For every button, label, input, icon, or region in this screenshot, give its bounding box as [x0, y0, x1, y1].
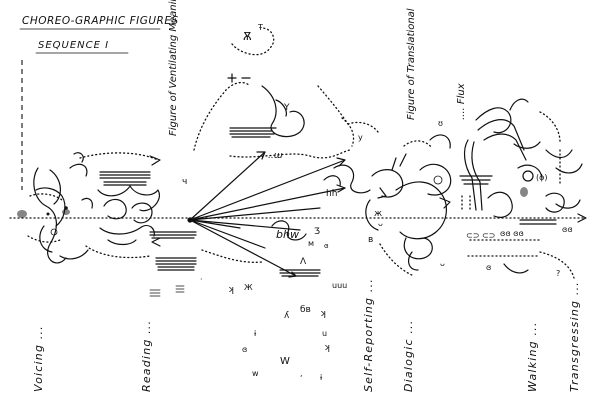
svg-text:ʞ: ʞ: [228, 285, 234, 295]
header: CHOREO-GRAPHIC FIGURES SEQUENCE I: [19, 15, 179, 54]
svg-text:ʞ: ʞ: [324, 343, 330, 353]
svg-text:ɨ: ɨ: [254, 329, 257, 338]
sequence-label: SEQUENCE I: [38, 40, 109, 51]
svg-text:⊂⊃ ⊂⊃: ⊂⊃ ⊂⊃: [466, 231, 495, 240]
svg-text:ᴗ: ᴗ: [378, 219, 383, 228]
svg-text:ɞ: ɞ: [324, 242, 329, 250]
voicing-cluster: [17, 152, 93, 264]
svg-text:у: у: [358, 133, 363, 142]
svg-text:hh: hh: [326, 189, 337, 199]
scattered-glyphs: Ʌ uuu ʞ Ж ʎ бв ʞ u ʞ ɨ ɞ W , w ɨ ·: [200, 249, 347, 382]
svg-text:м: м: [308, 239, 314, 248]
svg-text:ɞɞ ɞɞ: ɞɞ ɞɞ: [500, 229, 524, 238]
stage-transgressing: Transgressing ...: [568, 281, 581, 392]
reading-cluster: ч: [79, 152, 197, 297]
svg-text:ɞ: ɞ: [242, 345, 247, 354]
svg-text:..ɯ: ..ɯ: [268, 151, 283, 161]
dialogic-area: ж ᴗ ʙ ʊ у ᴗ: [347, 119, 452, 277]
svg-text:uuu: uuu: [332, 281, 347, 290]
svg-text:ɨ: ɨ: [320, 373, 323, 382]
stage-reading: Reading ...: [140, 320, 153, 392]
stage-dialogic: Dialogic ...: [402, 319, 415, 392]
flux-area: Figure of Translational .... Flux (ϕ) ɞɞ…: [406, 8, 583, 279]
svg-text:Ѫ: Ѫ: [243, 30, 252, 43]
svg-text:ɞɞ: ɞɞ: [562, 225, 573, 234]
svg-text:ж: ж: [374, 209, 382, 219]
svg-text:Y: Y: [283, 103, 290, 113]
svg-text:w: w: [252, 369, 259, 378]
svg-text:Ʒ: Ʒ: [314, 227, 320, 237]
svg-text:ʙ: ʙ: [368, 235, 373, 245]
figure-translational-label: Figure of Translational: [406, 8, 417, 120]
svg-text:·: ·: [200, 275, 203, 284]
stage-voicing: Voicing ...: [32, 325, 45, 392]
svg-text:ʊ: ʊ: [438, 119, 443, 128]
diagram-title: CHOREO-GRAPHIC FIGURES: [22, 15, 179, 27]
svg-text:?: ?: [556, 269, 560, 278]
svg-text:u: u: [322, 329, 327, 338]
ventilating-area: Figure of Ventilating Meaning Ѫ Ŧ Y ..ɯ …: [168, 0, 371, 250]
svg-text:(ϕ): (ϕ): [536, 173, 548, 182]
figure-ventilating-label: Figure of Ventilating Meaning: [168, 0, 179, 136]
svg-text:бв: бв: [300, 305, 311, 315]
radiating-arrows: [187, 151, 346, 278]
stage-labels: Voicing ... Reading ... Self-Reporting .…: [32, 278, 581, 392]
svg-text:ч: ч: [182, 177, 187, 187]
svg-text:Ŧ: Ŧ: [257, 23, 263, 32]
svg-text:Ж: Ж: [244, 283, 253, 292]
svg-text:bhw: bhw: [276, 228, 299, 241]
figure-flux-label: .... Flux: [456, 83, 467, 120]
stage-self-reporting: Self-Reporting ...: [362, 278, 375, 392]
svg-text:ɞ: ɞ: [486, 263, 491, 272]
svg-text:,: ,: [300, 369, 303, 378]
svg-text:ʞ: ʞ: [320, 309, 326, 319]
svg-text:W: W: [280, 356, 290, 367]
axis-arrowhead: [577, 213, 587, 223]
svg-text:ᴗ: ᴗ: [440, 259, 445, 268]
svg-text:Ʌ: Ʌ: [300, 257, 307, 267]
stage-walking: Walking ...: [526, 321, 539, 392]
svg-text:ʎ: ʎ: [284, 311, 290, 321]
